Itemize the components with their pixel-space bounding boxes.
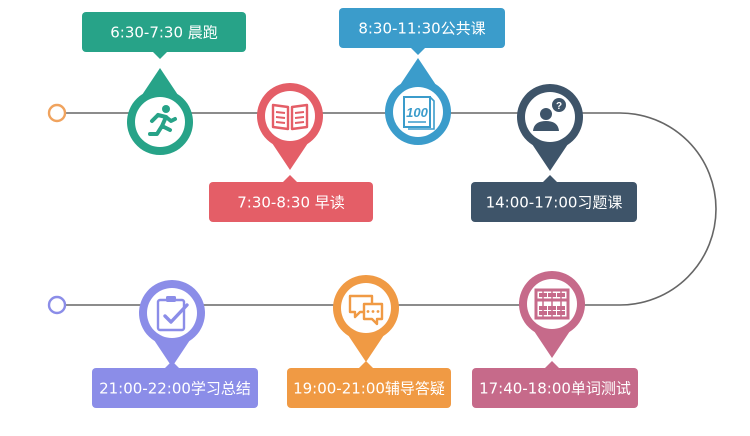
schedule-item: 6:30-7:30 晨跑 bbox=[82, 12, 246, 156]
schedule-label: 7:30-8:30 早读 bbox=[209, 175, 373, 222]
label-box bbox=[209, 182, 373, 222]
schedule-item: 19:00-21:00辅导答疑 bbox=[287, 275, 451, 408]
schedule-item: 21:00-22:00学习总结 bbox=[92, 280, 258, 408]
schedule-label-text: 7:30-8:30 早读 bbox=[237, 194, 345, 212]
label-pointer bbox=[153, 52, 167, 59]
label-box bbox=[471, 182, 637, 222]
open-book-icon bbox=[271, 103, 309, 131]
schedule-label-text: 14:00-17:00习题课 bbox=[486, 194, 623, 212]
label-pointer bbox=[411, 48, 425, 55]
schedule-label-text: 17:40-18:00单词测试 bbox=[479, 380, 631, 398]
clipboard-check-icon bbox=[156, 296, 189, 332]
schedule-label: 6:30-7:30 晨跑 bbox=[82, 12, 246, 59]
label-pointer bbox=[359, 361, 373, 368]
timeline-path bbox=[66, 112, 717, 306]
label-box bbox=[82, 12, 246, 52]
score-paper-icon: 100 bbox=[403, 96, 435, 130]
timeline-start-circle-bottom bbox=[47, 295, 67, 315]
schedule-label: 19:00-21:00辅导答疑 bbox=[287, 361, 451, 408]
label-pointer bbox=[283, 175, 297, 182]
svg-text:?: ? bbox=[556, 101, 562, 112]
label-box bbox=[339, 8, 505, 48]
label-pointer bbox=[543, 175, 557, 182]
schedule-label-text: 6:30-7:30 晨跑 bbox=[110, 24, 218, 42]
label-box bbox=[92, 368, 258, 408]
svg-text:100: 100 bbox=[406, 105, 428, 120]
schedule-item: ? 14:00-17:00习题课 bbox=[471, 84, 637, 222]
label-box bbox=[472, 368, 638, 408]
schedule-label: 14:00-17:00习题课 bbox=[471, 175, 637, 222]
schedule-label: 21:00-22:00学习总结 bbox=[92, 361, 258, 408]
schedule-pins: 6:30-7:30 晨跑 7:30-8:30 早读 100 8:30-11:30公共课… bbox=[82, 8, 638, 408]
chat-bubbles-icon bbox=[348, 294, 384, 326]
schedule-item: 100 8:30-11:30公共课 bbox=[339, 8, 505, 145]
abacus-icon bbox=[534, 288, 570, 320]
schedule-label-text: 8:30-11:30公共课 bbox=[358, 20, 485, 38]
schedule-label: 8:30-11:30公共课 bbox=[339, 8, 505, 55]
label-pointer bbox=[165, 361, 179, 368]
schedule-item: 17:40-18:00单词测试 bbox=[472, 271, 638, 408]
schedule-label-text: 21:00-22:00学习总结 bbox=[99, 380, 251, 398]
running-icon bbox=[148, 105, 177, 136]
question-person-icon: ? bbox=[533, 98, 566, 131]
schedule-item: 7:30-8:30 早读 bbox=[209, 83, 373, 222]
pin-inner-circle bbox=[135, 97, 185, 147]
timeline-start-circle-top bbox=[47, 103, 67, 123]
label-box bbox=[287, 368, 451, 408]
label-pointer bbox=[545, 361, 559, 368]
schedule-label-text: 19:00-21:00辅导答疑 bbox=[293, 380, 445, 398]
schedule-label: 17:40-18:00单词测试 bbox=[472, 361, 638, 408]
